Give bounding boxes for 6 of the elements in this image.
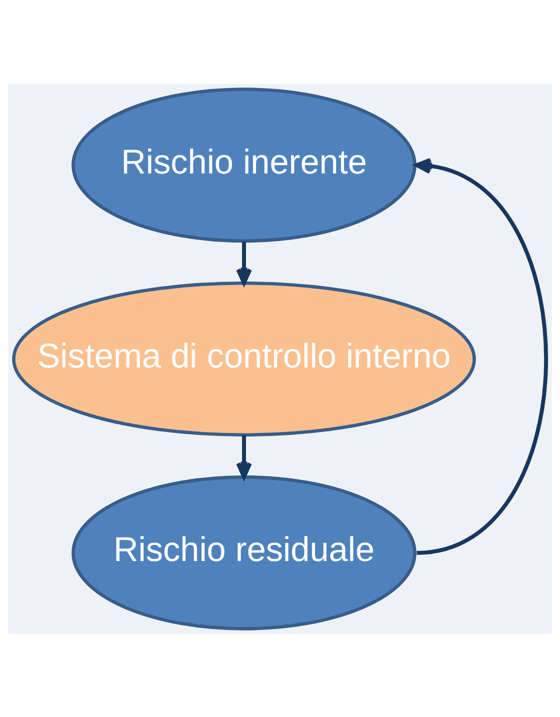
node-ellipse: Rischio inerente	[72, 87, 416, 242]
arrow	[414, 158, 548, 554]
arrow	[236, 240, 252, 284]
node-ellipse: Rischio residuale	[72, 474, 416, 630]
node-ellipse: Sistema di controllo interno	[12, 281, 476, 436]
arrow	[236, 434, 252, 478]
